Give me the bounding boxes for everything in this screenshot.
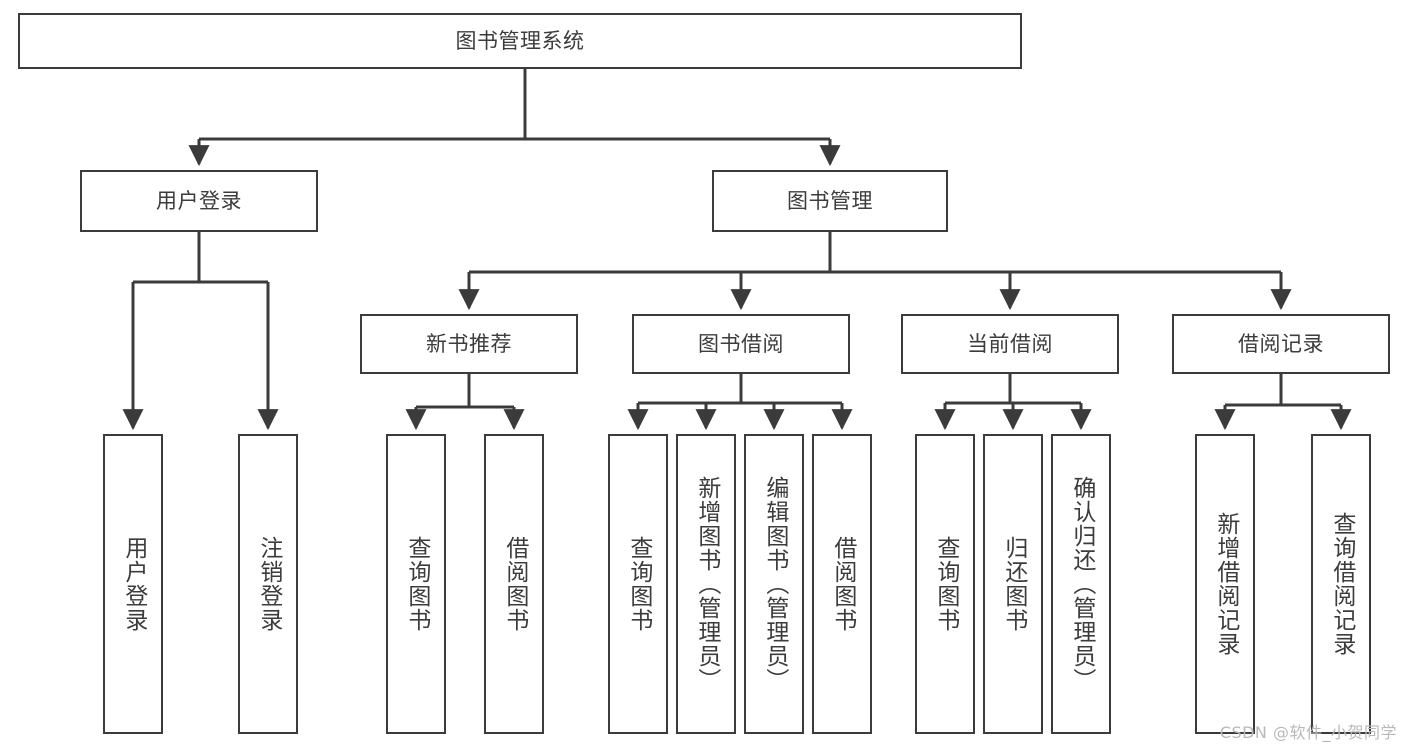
node-leaf-edit-book-label: 编辑图书（管理员）: [761, 476, 788, 692]
node-book-manage[interactable]: 图书管理: [712, 170, 948, 232]
node-leaf-query-record[interactable]: 查询借阅记录: [1311, 434, 1371, 734]
node-leaf-borrow-book-rec[interactable]: 借阅图书: [484, 434, 544, 734]
node-leaf-return-book-label: 归还图书: [1000, 536, 1027, 632]
node-leaf-query-record-label: 查询借阅记录: [1328, 512, 1355, 656]
node-borrow-record-label: 借阅记录: [1238, 331, 1324, 356]
node-leaf-edit-book[interactable]: 编辑图书（管理员）: [744, 434, 804, 734]
node-leaf-query-book-borrow-label: 查询图书: [625, 536, 652, 632]
node-leaf-query-book-rec-label: 查询图书: [403, 536, 430, 632]
node-leaf-user-login-label: 用户登录: [120, 536, 147, 632]
node-leaf-confirm-return-label: 确认归还（管理员）: [1068, 476, 1095, 692]
node-leaf-add-book[interactable]: 新增图书（管理员）: [676, 434, 736, 734]
node-leaf-logout-label: 注销登录: [255, 536, 282, 632]
node-root-label: 图书管理系统: [455, 28, 585, 53]
node-borrow-record[interactable]: 借阅记录: [1172, 314, 1390, 374]
node-leaf-query-book-borrow[interactable]: 查询图书: [608, 434, 668, 734]
node-leaf-add-book-label: 新增图书（管理员）: [693, 476, 720, 692]
node-leaf-borrow-book-rec-label: 借阅图书: [501, 536, 528, 632]
node-leaf-add-record-label: 新增借阅记录: [1212, 512, 1239, 656]
node-user-login-label: 用户登录: [156, 188, 242, 213]
node-book-borrow-label: 图书借阅: [698, 331, 784, 356]
node-leaf-borrow-book-label: 借阅图书: [829, 536, 856, 632]
node-leaf-query-book-cur[interactable]: 查询图书: [915, 434, 975, 734]
node-leaf-query-book-rec[interactable]: 查询图书: [386, 434, 446, 734]
node-book-manage-label: 图书管理: [787, 188, 873, 213]
node-current-borrow-label: 当前借阅: [967, 331, 1053, 356]
node-new-book-recommend-label: 新书推荐: [426, 331, 512, 356]
node-leaf-return-book[interactable]: 归还图书: [983, 434, 1043, 734]
node-user-login[interactable]: 用户登录: [80, 170, 318, 232]
node-leaf-borrow-book[interactable]: 借阅图书: [812, 434, 872, 734]
node-leaf-query-book-cur-label: 查询图书: [932, 536, 959, 632]
watermark-text: CSDN @软件_小贺同学: [1219, 723, 1397, 742]
node-leaf-logout[interactable]: 注销登录: [238, 434, 298, 734]
node-leaf-confirm-return[interactable]: 确认归还（管理员）: [1051, 434, 1111, 734]
node-leaf-add-record[interactable]: 新增借阅记录: [1195, 434, 1255, 734]
node-root[interactable]: 图书管理系统: [18, 13, 1022, 69]
node-book-borrow[interactable]: 图书借阅: [632, 314, 850, 374]
node-new-book-recommend[interactable]: 新书推荐: [360, 314, 578, 374]
node-leaf-user-login[interactable]: 用户登录: [103, 434, 163, 734]
node-current-borrow[interactable]: 当前借阅: [901, 314, 1119, 374]
